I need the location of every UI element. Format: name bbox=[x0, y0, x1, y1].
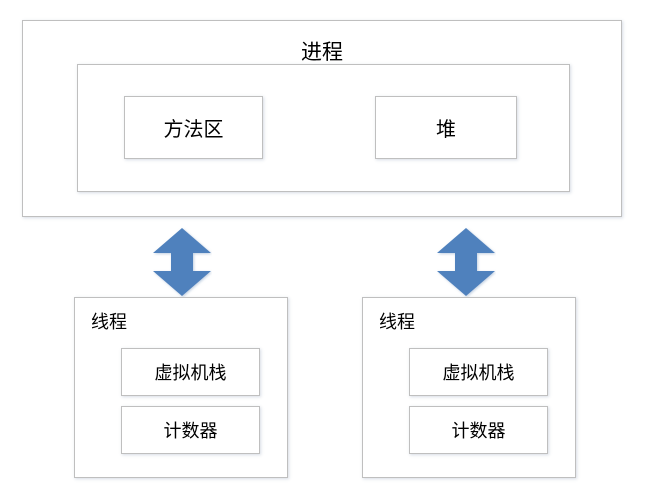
program-counter-box[interactable]: 计数器 bbox=[121, 406, 260, 454]
thread-label: 线程 bbox=[379, 312, 415, 332]
thread-box[interactable]: 线程 虚拟机栈 计数器 bbox=[362, 297, 576, 478]
vm-stack-label: 虚拟机栈 bbox=[442, 363, 515, 383]
process-title: 进程 bbox=[301, 41, 343, 64]
double-headed-vertical-arrow-icon bbox=[436, 227, 496, 297]
double-headed-vertical-arrow-icon bbox=[152, 227, 212, 297]
vm-stack-box[interactable]: 虚拟机栈 bbox=[409, 348, 548, 396]
program-counter-label: 计数器 bbox=[163, 421, 218, 441]
vm-stack-box[interactable]: 虚拟机栈 bbox=[121, 348, 260, 396]
thread-label: 线程 bbox=[91, 312, 127, 332]
thread-box[interactable]: 线程 虚拟机栈 计数器 bbox=[74, 297, 288, 478]
program-counter-label: 计数器 bbox=[451, 421, 506, 441]
heap-label: 堆 bbox=[436, 119, 456, 141]
program-counter-box[interactable]: 计数器 bbox=[409, 406, 548, 454]
method-area-box[interactable]: 方法区 bbox=[124, 96, 263, 159]
method-area-label: 方法区 bbox=[163, 119, 224, 141]
vm-stack-label: 虚拟机栈 bbox=[154, 363, 227, 383]
heap-box[interactable]: 堆 bbox=[375, 96, 517, 159]
